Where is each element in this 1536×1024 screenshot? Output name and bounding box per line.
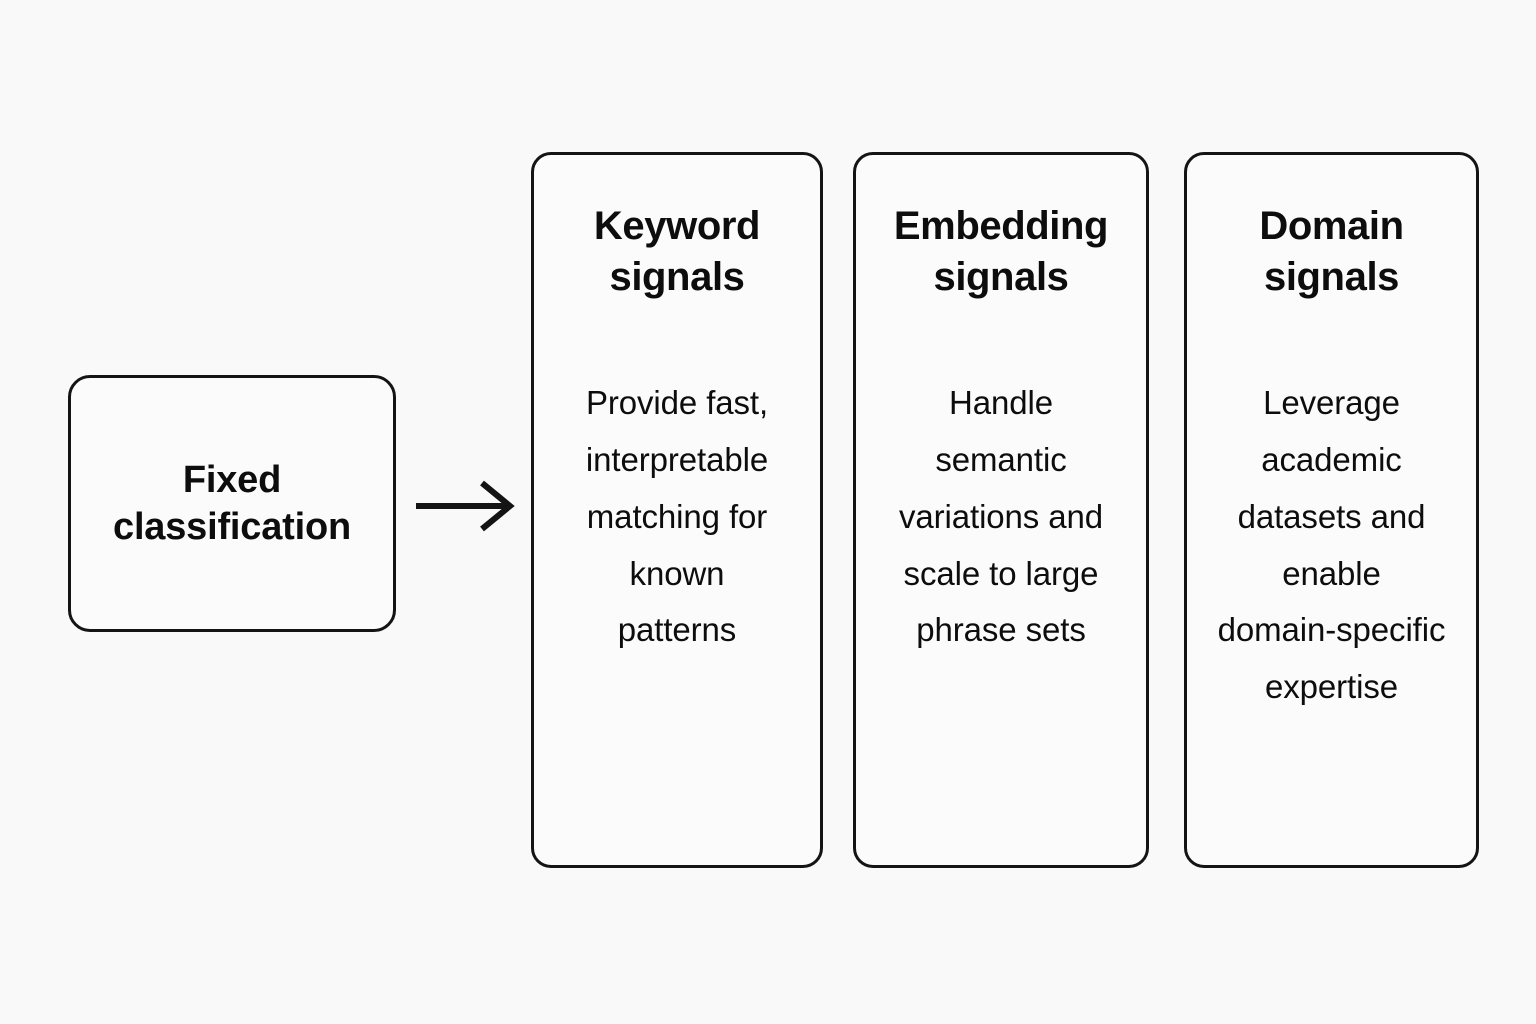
card-domain-signals-title: Domain signals — [1259, 204, 1404, 300]
card-domain-signals[interactable]: Domain signals Leverage academic dataset… — [1184, 152, 1479, 868]
card-embedding-signals[interactable]: Embedding signals Handle semantic variat… — [853, 152, 1149, 868]
arrow-right-icon — [414, 478, 524, 534]
card-keyword-signals-title: Keyword signals — [593, 204, 761, 300]
node-fixed-classification-label: Fixed classification — [113, 459, 351, 548]
card-keyword-signals-body: Provide fast, interpretable matching for… — [585, 384, 769, 649]
card-embedding-signals-body: Handle semantic variations and scale to … — [898, 384, 1104, 649]
card-embedding-signals-title: Embedding signals — [893, 204, 1109, 300]
card-domain-signals-body: Leverage academic datasets and enable do… — [1217, 384, 1446, 706]
card-keyword-signals[interactable]: Keyword signals Provide fast, interpreta… — [531, 152, 823, 868]
node-fixed-classification[interactable]: Fixed classification — [68, 375, 396, 632]
